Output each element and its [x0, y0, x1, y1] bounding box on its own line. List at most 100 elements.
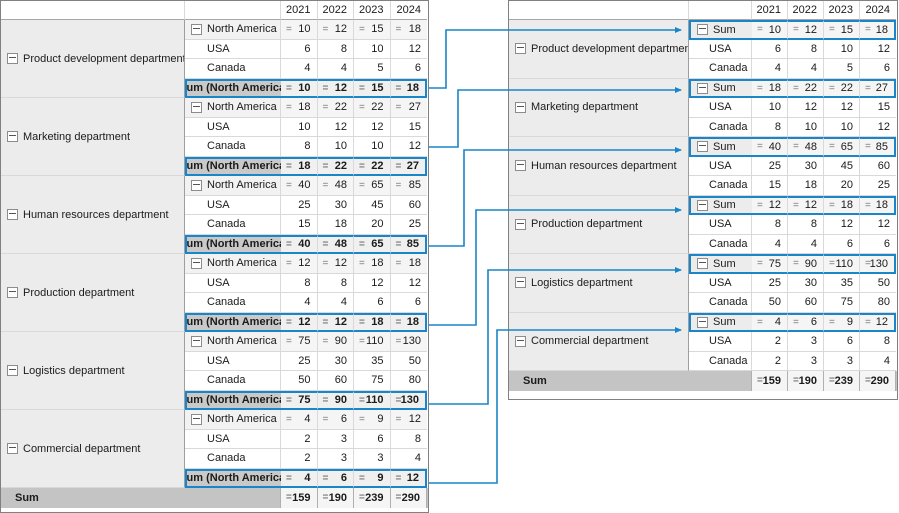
collapse-icon[interactable] — [7, 287, 18, 298]
header-year-2023[interactable]: 2023 — [354, 1, 391, 20]
collapse-icon[interactable] — [697, 316, 708, 328]
collapse-icon[interactable] — [697, 24, 708, 36]
header-year-2024[interactable]: 2024 — [860, 1, 896, 20]
department-sum-row[interactable]: Sum=10=12=15=18 — [689, 20, 897, 40]
country-name-cell[interactable]: Canada — [689, 351, 752, 371]
header-year-2021[interactable]: 2021 — [281, 1, 318, 20]
region-name-cell[interactable]: North America — [185, 332, 281, 352]
country-name-cell[interactable]: Canada — [689, 117, 752, 137]
region-sum-row[interactable]: Sum (North America)=12=12=18=18 — [185, 312, 428, 332]
collapse-icon[interactable] — [697, 141, 708, 153]
department-name-cell[interactable]: Human resources department — [1, 176, 185, 254]
department-sum-row[interactable]: Sum=40=48=65=85 — [689, 137, 897, 157]
collapse-icon[interactable] — [191, 413, 202, 425]
region-sum-label-cell[interactable]: Sum (North America) — [185, 156, 281, 176]
region-sum-row[interactable]: Sum (North America)=10=12=15=18 — [185, 78, 428, 98]
country-name-cell[interactable]: USA — [185, 429, 281, 449]
country-name-cell[interactable]: Canada — [185, 215, 281, 235]
header-year-2023[interactable]: 2023 — [824, 1, 860, 20]
region-name-cell[interactable]: North America — [185, 410, 281, 430]
collapse-icon[interactable] — [191, 257, 202, 269]
country-name-cell[interactable]: USA — [185, 195, 281, 215]
department-name-cell[interactable]: Marketing department — [509, 78, 689, 137]
country-name-cell[interactable]: Canada — [185, 449, 281, 469]
header-year-2022[interactable]: 2022 — [317, 1, 354, 20]
department-sum-row[interactable]: Sum=12=12=18=18 — [689, 195, 897, 215]
collapse-icon[interactable] — [7, 365, 18, 376]
header-year-2021[interactable]: 2021 — [752, 1, 788, 20]
country-name-cell[interactable]: USA — [689, 39, 752, 59]
region-sum-row[interactable]: Sum (North America)=75=90=110=130 — [185, 390, 428, 410]
country-name-cell[interactable]: USA — [689, 332, 752, 352]
region-name-cell[interactable]: North America — [185, 20, 281, 40]
region-sum-row[interactable]: Sum (North America)=4=6=9=12 — [185, 468, 428, 488]
department-sum-row[interactable]: Sum=75=90=110=130 — [689, 254, 897, 274]
country-name-cell[interactable]: Canada — [185, 293, 281, 313]
department-name-cell[interactable]: Production department — [509, 195, 689, 254]
department-name-cell[interactable]: Production department — [1, 254, 185, 332]
collapse-icon[interactable] — [191, 23, 202, 35]
country-name-cell[interactable]: USA — [185, 273, 281, 293]
collapse-icon[interactable] — [697, 258, 708, 270]
country-name-cell[interactable]: Canada — [689, 176, 752, 196]
country-name-cell[interactable]: Canada — [185, 59, 281, 79]
department-name-cell[interactable]: Logistics department — [509, 254, 689, 313]
department-name-cell[interactable]: Logistics department — [1, 332, 185, 410]
region-sum-label-cell[interactable]: Sum (North America) — [185, 78, 281, 98]
country-name-cell[interactable]: USA — [689, 215, 752, 235]
country-name-cell[interactable]: USA — [689, 98, 752, 118]
region-sum-row[interactable]: Sum (North America)=40=48=65=85 — [185, 234, 428, 254]
country-name-cell[interactable]: USA — [185, 117, 281, 137]
collapse-icon[interactable] — [515, 101, 526, 113]
department-sum-label-cell[interactable]: Sum — [689, 254, 752, 274]
department-sum-label-cell[interactable]: Sum — [689, 137, 752, 157]
collapse-icon[interactable] — [7, 53, 18, 64]
collapse-icon[interactable] — [515, 335, 526, 347]
department-name-cell[interactable]: Product development department — [509, 20, 689, 79]
collapse-icon[interactable] — [697, 82, 708, 94]
collapse-icon[interactable] — [697, 199, 708, 211]
department-name-cell[interactable]: Marketing department — [1, 98, 185, 176]
department-name-cell[interactable]: Commercial department — [1, 410, 185, 488]
region-sum-label-cell[interactable]: Sum (North America) — [185, 468, 281, 488]
department-sum-label-cell[interactable]: Sum — [689, 312, 752, 332]
department-sum-row[interactable]: Sum=18=22=22=27 — [689, 78, 897, 98]
header-year-2024[interactable]: 2024 — [390, 1, 427, 20]
region-name-cell[interactable]: North America — [185, 254, 281, 274]
department-sum-label-cell[interactable]: Sum — [689, 20, 752, 40]
region-sum-label-cell[interactable]: Sum (North America) — [185, 234, 281, 254]
header-year-2022[interactable]: 2022 — [788, 1, 824, 20]
collapse-icon[interactable] — [7, 131, 18, 142]
country-name-cell[interactable]: Canada — [689, 59, 752, 79]
collapse-icon[interactable] — [515, 43, 526, 55]
collapse-icon[interactable] — [191, 101, 202, 113]
department-name-cell[interactable]: Product development department — [1, 20, 185, 98]
region-name-cell[interactable]: North America — [185, 98, 281, 118]
collapse-icon[interactable] — [191, 179, 202, 191]
country-name-cell[interactable]: USA — [689, 156, 752, 176]
country-name-cell[interactable]: Canada — [689, 293, 752, 313]
region-sum-label-cell[interactable]: Sum (North America) — [185, 312, 281, 332]
collapse-icon[interactable] — [515, 218, 526, 230]
department-name-cell[interactable]: Human resources department — [509, 137, 689, 196]
country-name-cell[interactable]: Canada — [185, 137, 281, 157]
region-name-cell[interactable]: North America — [185, 176, 281, 196]
department-name-cell[interactable]: Commercial department — [509, 312, 689, 371]
collapse-icon[interactable] — [7, 443, 18, 454]
country-name-cell[interactable]: USA — [185, 39, 281, 59]
region-sum-row[interactable]: Sum (North America)=18=22=22=27 — [185, 156, 428, 176]
department-sum-label-cell[interactable]: Sum — [689, 78, 752, 98]
country-name-cell[interactable]: USA — [185, 351, 281, 371]
country-name-cell[interactable]: Canada — [185, 371, 281, 391]
country-name-cell[interactable]: Canada — [689, 234, 752, 254]
country-name-cell[interactable]: USA — [689, 273, 752, 293]
collapse-icon[interactable] — [515, 277, 526, 289]
collapse-icon[interactable] — [7, 209, 18, 220]
collapse-icon[interactable] — [191, 335, 202, 347]
region-sum-label-cell[interactable]: Sum (North America) — [185, 390, 281, 410]
collapse-icon[interactable] — [515, 160, 526, 172]
department-sum-label-cell[interactable]: Sum — [689, 195, 752, 215]
department-sum-row[interactable]: Sum=4=6=9=12 — [689, 312, 897, 332]
